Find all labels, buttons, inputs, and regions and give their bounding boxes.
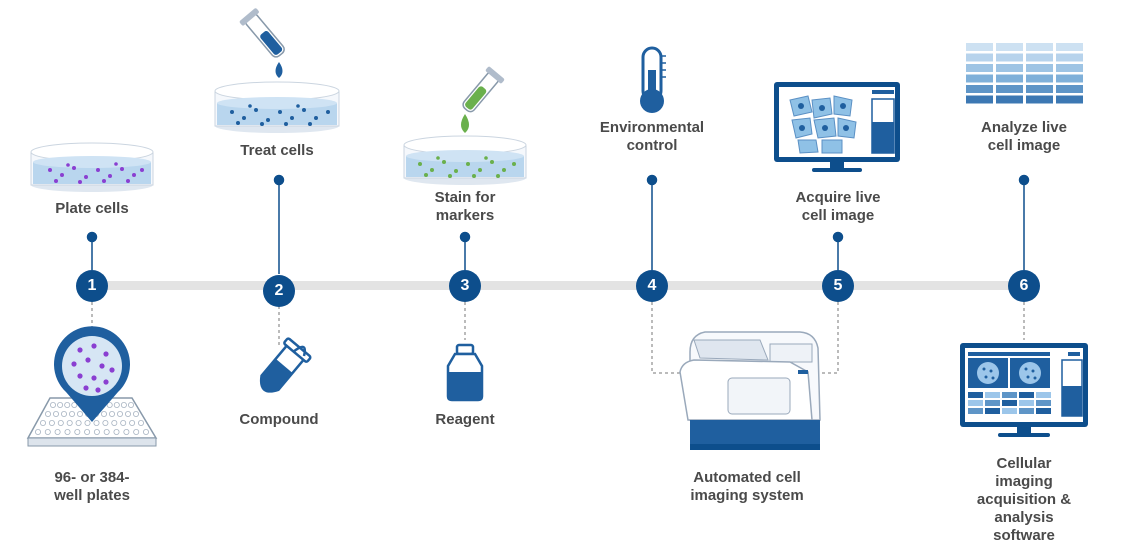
compound-tube-icon (259, 337, 312, 393)
step-4-top-label: Environmental control (599, 119, 705, 154)
step-2-top-label: Treat cells (240, 142, 314, 159)
step-4-number: 4 (636, 270, 668, 302)
connectors-bottom (91, 302, 1025, 374)
timeline-bar (92, 281, 1024, 290)
workflow-diagram (26, 8, 1088, 450)
step-2-bottom-label: Compound (239, 411, 319, 428)
step-5-top-label: Acquire live cell image (795, 189, 881, 224)
monitor-cells-icon (774, 82, 900, 172)
petri-dish-dropper-icon (214, 8, 340, 133)
step-6-number: 6 (1008, 270, 1040, 302)
step-2-number: 2 (263, 275, 295, 307)
petri-dish-purple-icon (30, 142, 154, 192)
step-3-bottom-label: Reagent (435, 411, 495, 428)
step-1-number: 1 (76, 270, 108, 302)
step-4-bottom-label: Automated cell imaging system (690, 469, 804, 504)
thermometer-icon (640, 46, 666, 113)
step-6-top-label: Analyze live cell image (981, 119, 1067, 154)
step-3-top-label: Stain for markers (434, 189, 496, 224)
data-grid-icon (966, 43, 1083, 104)
software-monitor-icon (960, 343, 1088, 437)
connectors-top (86, 174, 1030, 274)
step-3-number: 3 (449, 270, 481, 302)
imaging-system-icon (679, 331, 821, 450)
step-1-top-label: Plate cells (55, 200, 129, 217)
step-5-number: 5 (822, 270, 854, 302)
step-6-bottom-label: Cellular imaging acquisition & analysis … (976, 455, 1072, 544)
petri-dish-green-dropper-icon (403, 66, 527, 185)
reagent-bottle-icon (446, 343, 484, 402)
well-plate-pin-icon (26, 326, 158, 447)
step-1-bottom-label: 96- or 384- well plates (54, 469, 130, 504)
